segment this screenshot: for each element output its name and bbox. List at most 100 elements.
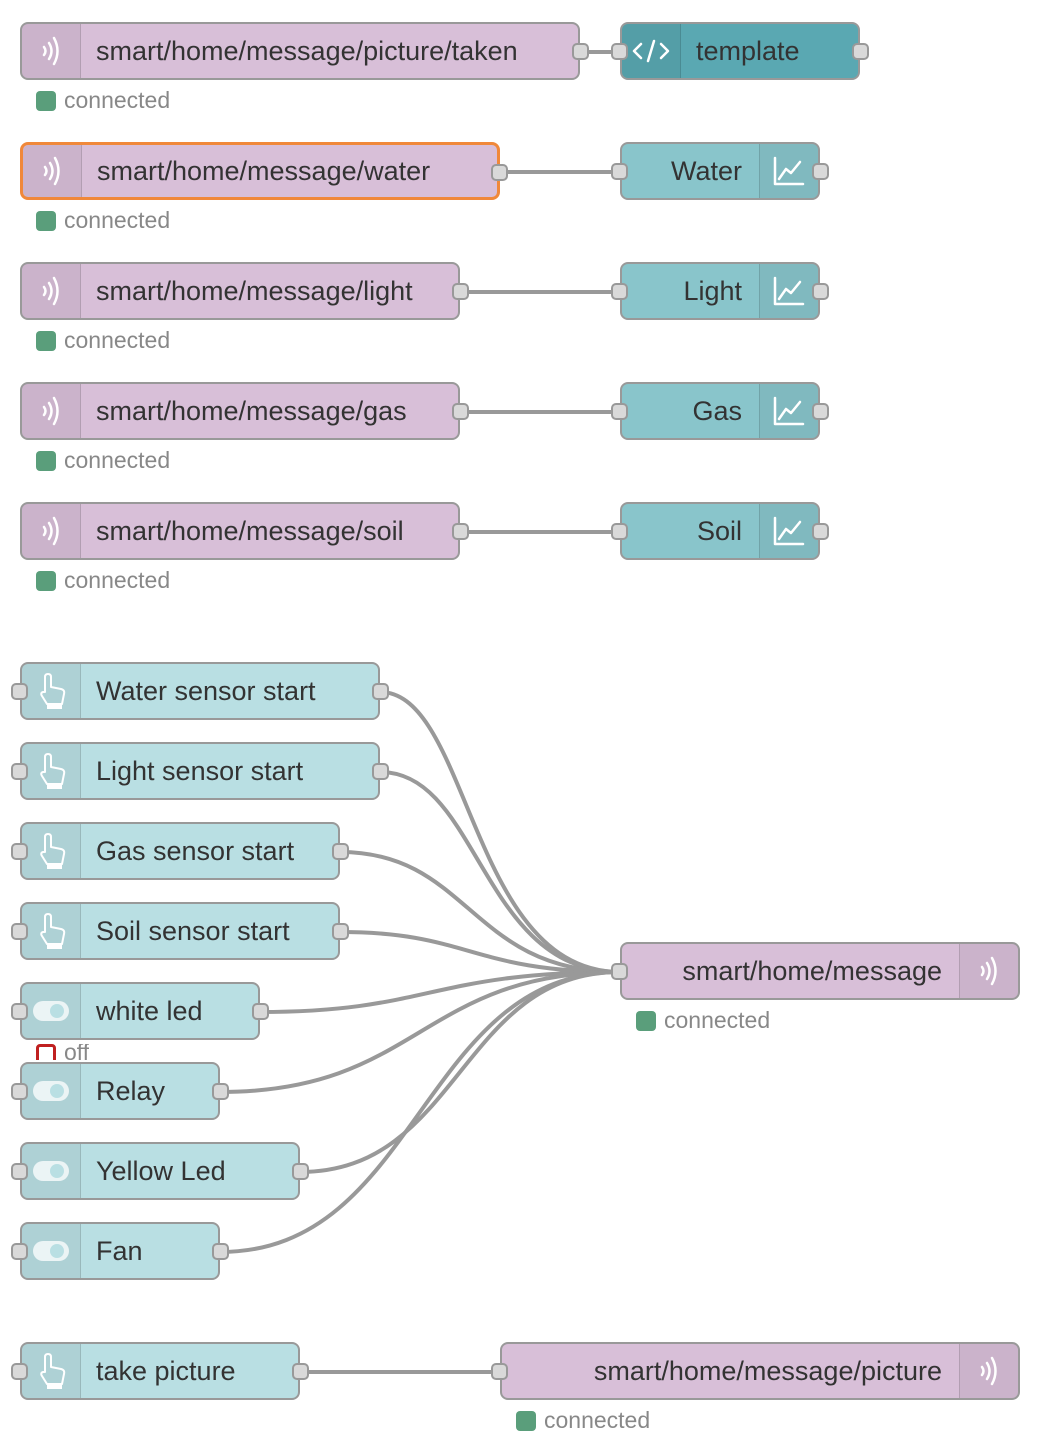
mqtt-in-node-light[interactable]: smart/home/message/light — [20, 262, 469, 320]
mqtt-topic-label: smart/home/message — [682, 955, 942, 986]
chart-node-soil[interactable]: Soil — [611, 502, 829, 560]
mqtt-in-node-water[interactable]: smart/home/message/water — [20, 142, 508, 200]
input-port[interactable] — [11, 1083, 28, 1100]
switch-label: white led — [96, 995, 203, 1026]
output-port[interactable] — [572, 43, 589, 60]
hand-pointer-icon[interactable] — [22, 904, 81, 958]
output-port[interactable] — [452, 283, 469, 300]
wire-white-led-to-mqtt[interactable] — [258, 970, 622, 1014]
chart-icon — [759, 384, 818, 438]
toggle-icon[interactable] — [22, 984, 81, 1038]
output-port[interactable] — [372, 763, 389, 780]
wire-soil-sensor-start-to-mqtt[interactable] — [338, 930, 622, 974]
status-text: connected — [64, 87, 171, 113]
output-port[interactable] — [812, 283, 829, 300]
chart-label: Water — [670, 155, 742, 186]
wire-gas-sensor-start-to-mqtt[interactable] — [338, 850, 622, 974]
chart-label: Soil — [696, 515, 742, 546]
input-port[interactable] — [611, 283, 628, 300]
toggle-icon[interactable] — [22, 1144, 81, 1198]
switch-node-relay[interactable]: Relay — [11, 1062, 229, 1120]
inject-label: Water sensor start — [96, 675, 316, 706]
inject-label: Light sensor start — [96, 755, 304, 786]
switch-label: Relay — [96, 1075, 166, 1106]
input-port[interactable] — [611, 963, 628, 980]
output-port[interactable] — [812, 163, 829, 180]
input-port[interactable] — [491, 1363, 508, 1380]
inject-node-soil-sensor-start[interactable]: Soil sensor start — [11, 902, 349, 960]
input-port[interactable] — [611, 403, 628, 420]
inject-node-light-sensor-start[interactable]: Light sensor start — [11, 742, 389, 800]
toggle-icon[interactable] — [22, 1064, 81, 1118]
mqtt-in-node-soil[interactable]: smart/home/message/soil — [20, 502, 469, 560]
inject-node-water-sensor-start[interactable]: Water sensor start — [11, 662, 389, 720]
mqtt-in-node-picture-taken[interactable]: smart/home/message/picture/taken — [20, 22, 589, 80]
inject-label: Gas sensor start — [96, 835, 295, 866]
template-node[interactable]: template — [611, 22, 869, 80]
hand-pointer-icon[interactable] — [22, 744, 81, 798]
mqtt-topic-label: smart/home/message/light — [96, 275, 413, 306]
switch-node-fan[interactable]: Fan — [11, 1222, 229, 1280]
input-port[interactable] — [11, 683, 28, 700]
mqtt-wave-icon — [959, 944, 1018, 998]
mqtt-out-node-picture[interactable]: smart/home/message/picture — [491, 1342, 1020, 1400]
input-port[interactable] — [611, 43, 628, 60]
mqtt-topic-label: smart/home/message/water — [97, 155, 431, 186]
status-dot — [36, 90, 56, 111]
output-port[interactable] — [332, 843, 349, 860]
wire-yellow-led-to-mqtt[interactable] — [298, 970, 622, 1174]
wire-relay-to-mqtt[interactable] — [218, 970, 622, 1094]
input-port[interactable] — [11, 843, 28, 860]
switch-node-white-led[interactable]: white led — [11, 982, 269, 1040]
status-dot — [36, 1044, 56, 1060]
chart-node-water[interactable]: Water — [611, 142, 829, 200]
input-port[interactable] — [11, 1363, 28, 1380]
wire-water-sensor-start-to-mqtt[interactable] — [378, 690, 622, 974]
hand-pointer-icon[interactable] — [22, 1344, 81, 1398]
status-dot — [636, 1010, 656, 1031]
code-icon — [622, 24, 681, 78]
inject-node-gas-sensor-start[interactable]: Gas sensor start — [11, 822, 349, 880]
input-port[interactable] — [611, 163, 628, 180]
output-port[interactable] — [212, 1243, 229, 1260]
output-port[interactable] — [812, 403, 829, 420]
switch-label: Fan — [96, 1235, 143, 1266]
input-port[interactable] — [611, 523, 628, 540]
inject-node-take-picture[interactable]: take picture — [11, 1342, 309, 1400]
input-port[interactable] — [11, 1243, 28, 1260]
input-port[interactable] — [11, 763, 28, 780]
chart-node-gas[interactable]: Gas — [611, 382, 829, 440]
mqtt-in-node-gas[interactable]: smart/home/message/gas — [20, 382, 469, 440]
input-port[interactable] — [11, 1163, 28, 1180]
switch-node-yellow-led[interactable]: Yellow Led — [11, 1142, 309, 1200]
hand-pointer-icon[interactable] — [22, 664, 81, 718]
input-port[interactable] — [11, 923, 28, 940]
chart-node-light[interactable]: Light — [611, 262, 829, 320]
output-port[interactable] — [292, 1163, 309, 1180]
output-port[interactable] — [812, 523, 829, 540]
mqtt-out-node-message[interactable]: smart/home/message — [611, 942, 1020, 1000]
status-text: connected — [64, 447, 171, 473]
status-dot — [36, 570, 56, 591]
output-port[interactable] — [452, 403, 469, 420]
mqtt-wave-icon — [22, 264, 81, 318]
chart-icon — [759, 504, 818, 558]
output-port[interactable] — [212, 1083, 229, 1100]
output-port[interactable] — [372, 683, 389, 700]
output-port[interactable] — [452, 523, 469, 540]
status-badge: connected — [516, 1407, 650, 1434]
input-port[interactable] — [11, 1003, 28, 1020]
status-dot — [36, 450, 56, 471]
status-dot — [36, 330, 56, 351]
output-port[interactable] — [332, 923, 349, 940]
wire-fan-to-mqtt[interactable] — [218, 970, 622, 1254]
wire-light-sensor-start-to-mqtt[interactable] — [378, 770, 622, 974]
mqtt-topic-label: smart/home/message/soil — [96, 515, 404, 546]
output-port[interactable] — [491, 164, 508, 181]
toggle-icon[interactable] — [22, 1224, 81, 1278]
hand-pointer-icon[interactable] — [22, 824, 81, 878]
output-port[interactable] — [292, 1363, 309, 1380]
output-port[interactable] — [252, 1003, 269, 1020]
output-port[interactable] — [852, 43, 869, 60]
